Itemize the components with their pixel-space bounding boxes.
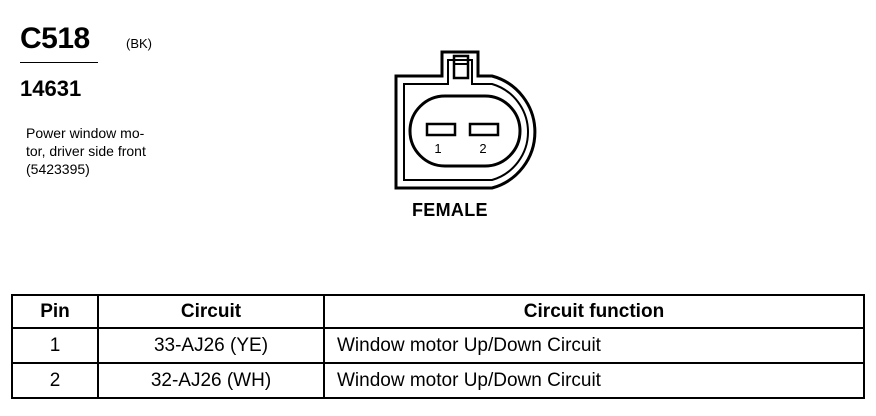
terminal-1	[425, 122, 457, 137]
connector-housing-inner	[403, 59, 529, 181]
description-line-2: tor, driver side front	[26, 143, 146, 159]
connector-housing	[394, 50, 537, 190]
header-circuit: Circuit	[97, 294, 325, 329]
cell-circuit: 32-AJ26 (WH)	[97, 362, 325, 399]
description-line-3: (5423395)	[26, 161, 90, 177]
connector-id: C518	[20, 22, 90, 55]
header-circuit-function: Circuit function	[323, 294, 865, 329]
color-code: (BK)	[126, 36, 152, 51]
table-header-row: Pin Circuit Circuit function	[11, 294, 865, 329]
pin-cavity	[408, 94, 522, 168]
cell-pin: 2	[11, 362, 99, 399]
table-row: 1 33-AJ26 (YE) Window motor Up/Down Circ…	[11, 327, 865, 364]
table-row: 2 32-AJ26 (WH) Window motor Up/Down Circ…	[11, 362, 865, 399]
latch-tab	[452, 54, 470, 80]
title-divider	[20, 62, 98, 63]
connector-face-diagram: 1 2	[394, 50, 537, 190]
cell-pin: 1	[11, 327, 99, 364]
terminal-2	[468, 122, 500, 137]
part-number: 14631	[20, 76, 82, 101]
header-pin: Pin	[11, 294, 99, 329]
connector-description: Power window mo- tor, driver side front …	[26, 124, 146, 178]
connector-gender-label: FEMALE	[412, 200, 488, 220]
cell-circuit-function: Window motor Up/Down Circuit	[323, 327, 865, 364]
cell-circuit: 33-AJ26 (YE)	[97, 327, 325, 364]
description-line-1: Power window mo-	[26, 125, 145, 141]
pin-label-2: 2	[479, 141, 486, 156]
cell-circuit-function: Window motor Up/Down Circuit	[323, 362, 865, 399]
pin-table: Pin Circuit Circuit function 1 33-AJ26 (…	[11, 294, 865, 399]
pin-label-1: 1	[434, 141, 441, 156]
